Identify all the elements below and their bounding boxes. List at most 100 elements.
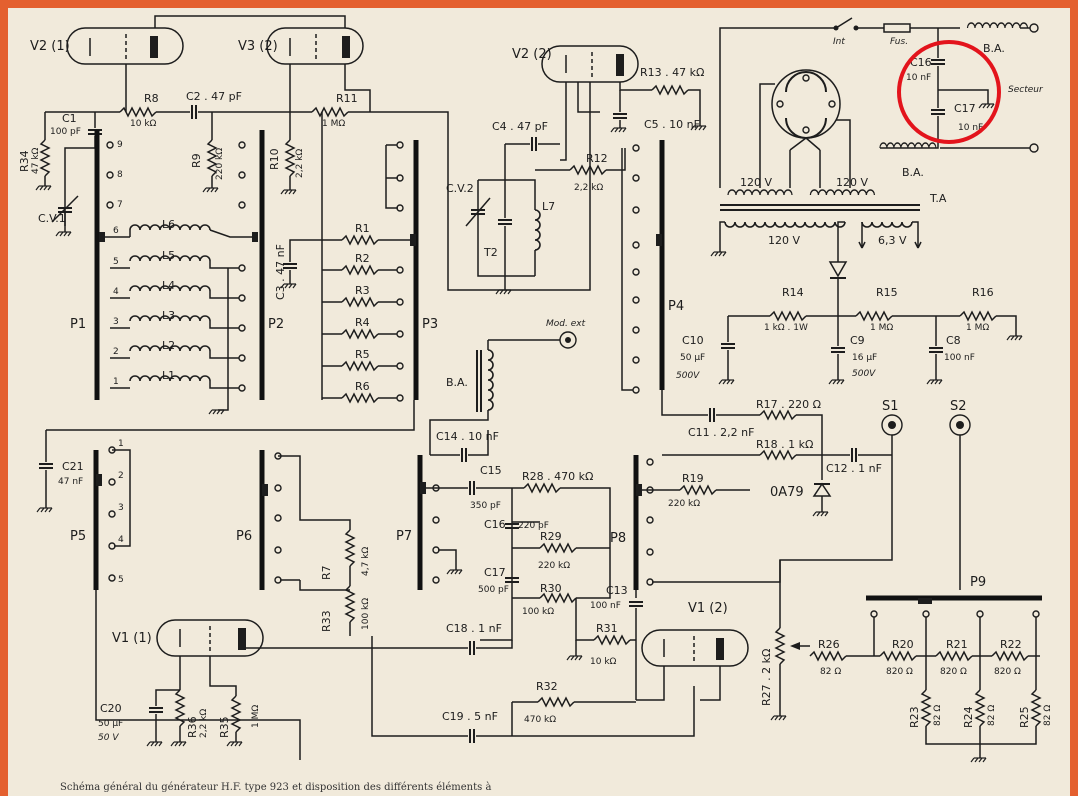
- label-v1-1: V1 (1): [112, 631, 152, 646]
- label-l2: L2: [162, 339, 175, 352]
- contact-2: 2: [113, 347, 119, 357]
- label-r32-value: 470 kΩ: [524, 715, 556, 725]
- label-p3: P3: [422, 317, 438, 332]
- label-l1: L1: [162, 369, 175, 382]
- red-highlight-circle: [897, 40, 1001, 144]
- tube-v2-1: [66, 27, 184, 65]
- label-c20: C20: [100, 702, 122, 715]
- label-c17b: C17: [484, 566, 506, 579]
- label-c18: C18 . 1 nF: [446, 622, 502, 635]
- label-r28: R28 . 470 kΩ: [522, 470, 593, 483]
- label-r29-value: 220 kΩ: [538, 561, 570, 571]
- label-c10-value: 50 µF: [680, 353, 705, 363]
- tube-v3-2: [266, 27, 364, 65]
- label-r14-value: 1 kΩ . 1W: [764, 323, 808, 333]
- tube-v1-2: [641, 629, 749, 667]
- label-c15: C15: [480, 464, 502, 477]
- label-r1: R1: [355, 222, 370, 235]
- caption: Schéma général du générateur H.F. type 9…: [60, 782, 491, 793]
- label-c21: C21: [62, 460, 84, 473]
- p7-contacts: [432, 484, 440, 584]
- label-p7: P7: [396, 529, 412, 544]
- label-r30: R30: [540, 582, 562, 595]
- label-c2: C2 . 47 pF: [186, 90, 242, 103]
- label-r15: R15: [876, 286, 898, 299]
- label-c1-value: 100 pF: [50, 127, 81, 137]
- label-r16: R16: [972, 286, 994, 299]
- label-c1: C1: [62, 112, 77, 125]
- label-l7: L7: [542, 200, 555, 213]
- p5-contact-2: 2: [118, 471, 124, 481]
- label-v2-1: V2 (1): [30, 39, 70, 54]
- label-p9: P9: [970, 575, 986, 590]
- label-c16b: C16: [484, 518, 506, 531]
- label-v1-2: V1 (2): [688, 601, 728, 616]
- label-r3: R3: [355, 284, 370, 297]
- contact-6: 6: [113, 226, 119, 236]
- label-l6: L6: [162, 218, 175, 231]
- p5-contact-4: 4: [118, 535, 124, 545]
- label-r5: R5: [355, 348, 370, 361]
- label-c17: C17: [954, 102, 976, 115]
- label-c15-value: 350 pF: [470, 501, 501, 511]
- p6-contacts: [274, 452, 282, 584]
- label-r17: R17 . 220 Ω: [756, 398, 821, 411]
- label-r21: R21: [946, 638, 968, 651]
- label-c20-voltage: 50 V: [98, 733, 119, 743]
- label-r12-value: 2,2 kΩ: [574, 183, 603, 193]
- label-r15-value: 1 MΩ: [870, 323, 893, 333]
- label-r19: R19: [682, 472, 704, 485]
- label-r19-value: 220 kΩ: [668, 499, 700, 509]
- label-120v-a: 120 V: [740, 176, 772, 189]
- label-r33: R33: [320, 610, 333, 632]
- label-t2: T2: [483, 246, 498, 259]
- label-r11-value: 1 MΩ: [322, 119, 345, 129]
- label-c8-value: 100 nF: [944, 353, 975, 363]
- label-r4: R4: [355, 316, 370, 329]
- label-c9-voltage: 500V: [852, 369, 876, 379]
- label-secteur: Secteur: [1008, 85, 1044, 95]
- tube-v1-1: [156, 619, 264, 657]
- label-r24: R24: [962, 706, 975, 728]
- label-r36-value: 2,2 kΩ: [199, 709, 209, 738]
- label-int: Int: [833, 37, 845, 47]
- p1-contacts: [106, 141, 246, 209]
- contact-4: 4: [113, 287, 119, 297]
- label-r6: R6: [355, 380, 370, 393]
- label-r29: R29: [540, 530, 562, 543]
- label-ba2: B.A.: [902, 166, 924, 179]
- label-r8: R8: [144, 92, 159, 105]
- label-r7-value: 4,7 kΩ: [361, 547, 371, 576]
- label-p2: P2: [268, 317, 284, 332]
- label-c16: C16: [910, 56, 932, 69]
- schematic-diagram: V2 (1) V3 (2) R8 10 kΩ C2 . 47 pF R11 1 …: [18, 15, 1053, 793]
- label-r18: R18 . 1 kΩ: [756, 438, 813, 451]
- label-r9-value: 220 kΩ: [215, 148, 225, 180]
- label-r10-value: 2,2 kΩ: [295, 149, 305, 178]
- label-c17b-value: 500 pF: [478, 585, 509, 595]
- label-c13: C13: [606, 584, 628, 597]
- label-r25: R25: [1018, 706, 1031, 728]
- label-r26: R26: [818, 638, 840, 651]
- label-r21-value: 820 Ω: [940, 667, 967, 677]
- label-r9: R9: [190, 153, 203, 168]
- label-c8: C8: [946, 334, 961, 347]
- p9-contacts: [870, 610, 1040, 618]
- label-r23-value: 82 Ω: [933, 705, 943, 726]
- coil-l5: [110, 255, 242, 269]
- label-s2: S2: [950, 399, 967, 414]
- p5-contacts: [108, 446, 116, 582]
- label-oa79: 0A79: [770, 485, 804, 500]
- label-r31: R31: [596, 622, 618, 635]
- label-c11: C11 . 2,2 nF: [688, 426, 754, 439]
- p5-contact-1: 1: [118, 439, 124, 449]
- label-r10: R10: [268, 148, 281, 170]
- label-c19: C19 . 5 nF: [442, 710, 498, 723]
- schematic-frame: V2 (1) V3 (2) R8 10 kΩ C2 . 47 pF R11 1 …: [8, 8, 1070, 796]
- label-r23: R23: [908, 706, 921, 728]
- label-fus: Fus.: [890, 37, 908, 47]
- label-r36: R36: [186, 716, 199, 738]
- label-p5: P5: [70, 529, 86, 544]
- label-cv1: C.V.1: [38, 212, 66, 225]
- label-c9-value: 16 µF: [852, 353, 877, 363]
